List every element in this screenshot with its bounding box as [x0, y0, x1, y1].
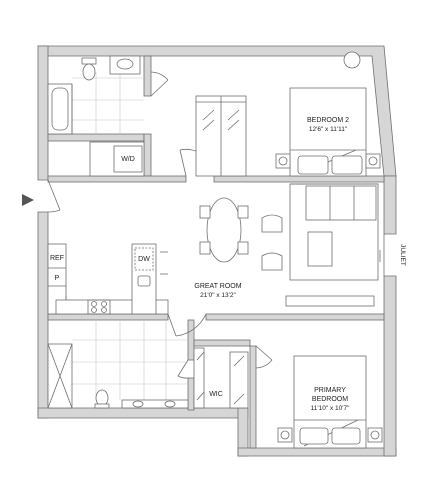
- great-room-name: GREAT ROOM: [194, 283, 241, 290]
- dishwasher-label: DW: [138, 256, 150, 263]
- washer-dryer-closet: [89, 141, 145, 177]
- washer-dryer-label: W/D: [121, 156, 135, 163]
- bottom-bathroom: [47, 320, 189, 409]
- great-room-dims: 21'0" x 13'2": [200, 292, 236, 299]
- pantry-label: P: [55, 275, 60, 282]
- bedroom2-furniture: [275, 51, 381, 177]
- wic-name: WIC: [209, 391, 223, 398]
- refrigerator-label: REF: [50, 255, 64, 262]
- great-room-furniture: [199, 183, 385, 307]
- primary-bedroom-name-line1: PRIMARY: [314, 387, 346, 394]
- juliet-label: JULIET: [399, 244, 406, 266]
- primary-bedroom-furniture: [277, 355, 383, 449]
- outer-walls: [37, 45, 397, 457]
- bedroom2-dims: 12'6" x 11'11": [309, 126, 348, 133]
- primary-bedroom-name-line2: BEDROOM: [312, 396, 348, 403]
- entry-arrow-icon: [22, 194, 34, 206]
- kitchen: [47, 243, 169, 315]
- walk-in-closet: [193, 347, 249, 409]
- top-bathroom: [47, 55, 144, 135]
- bedroom2-closet: [195, 95, 247, 177]
- bedroom2-name: BEDROOM 2: [307, 117, 349, 124]
- primary-bedroom-dims: 11'10" x 10'7": [311, 405, 350, 412]
- interior-walls: [47, 55, 385, 449]
